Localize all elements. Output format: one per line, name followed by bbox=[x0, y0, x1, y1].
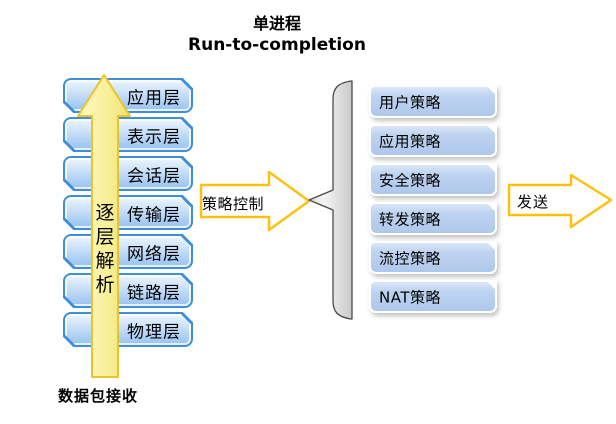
policy-box-user: 用户策略 bbox=[369, 85, 497, 118]
layer-box-link: 链路层 bbox=[63, 273, 193, 308]
policy-box-application: 应用策略 bbox=[369, 124, 497, 157]
layer-box-physical: 物理层 bbox=[63, 312, 193, 347]
layer-box-presentation: 表示层 bbox=[63, 117, 193, 152]
layer-label: 会话层 bbox=[127, 166, 181, 186]
title-line-english: Run-to-completion bbox=[188, 35, 366, 55]
policy-box-nat: NAT策略 bbox=[369, 280, 497, 313]
layer-box-transport: 传输层 bbox=[63, 195, 193, 230]
diagram-title: 单进程 Run-to-completion bbox=[137, 14, 417, 56]
policy-label: 应用策略 bbox=[379, 132, 442, 150]
policy-label: NAT策略 bbox=[379, 288, 441, 306]
layer-label: 网络层 bbox=[127, 244, 181, 264]
packet-receive-label: 数据包接收 bbox=[58, 387, 139, 405]
layer-box-network: 网络层 bbox=[63, 234, 193, 269]
layer-label: 传输层 bbox=[127, 205, 181, 225]
layer-box-session: 会话层 bbox=[63, 156, 193, 191]
send-arrow-label: 发送 bbox=[516, 193, 549, 211]
policy-label: 用户策略 bbox=[379, 93, 442, 111]
up-arrow-icon bbox=[77, 74, 131, 378]
layer-label: 应用层 bbox=[127, 88, 181, 108]
layer-label: 物理层 bbox=[127, 322, 181, 342]
policy-label: 流控策略 bbox=[379, 249, 442, 267]
policy-box-flow-control: 流控策略 bbox=[369, 241, 497, 274]
policy-label: 转发策略 bbox=[379, 210, 442, 228]
title-line-chinese: 单进程 bbox=[252, 14, 301, 33]
layer-label: 表示层 bbox=[127, 127, 181, 147]
policy-control-arrow-label: 策略控制 bbox=[201, 195, 264, 213]
policy-label: 安全策略 bbox=[379, 171, 442, 189]
policy-box-security: 安全策略 bbox=[369, 163, 497, 196]
policy-control-arrow-icon bbox=[199, 170, 311, 232]
send-arrow-icon bbox=[507, 173, 613, 229]
policy-box-forwarding: 转发策略 bbox=[369, 202, 497, 235]
up-arrow-vertical-label: 逐层解析 bbox=[95, 202, 115, 296]
layer-label: 链路层 bbox=[127, 283, 181, 303]
left-brace-icon bbox=[308, 80, 353, 320]
